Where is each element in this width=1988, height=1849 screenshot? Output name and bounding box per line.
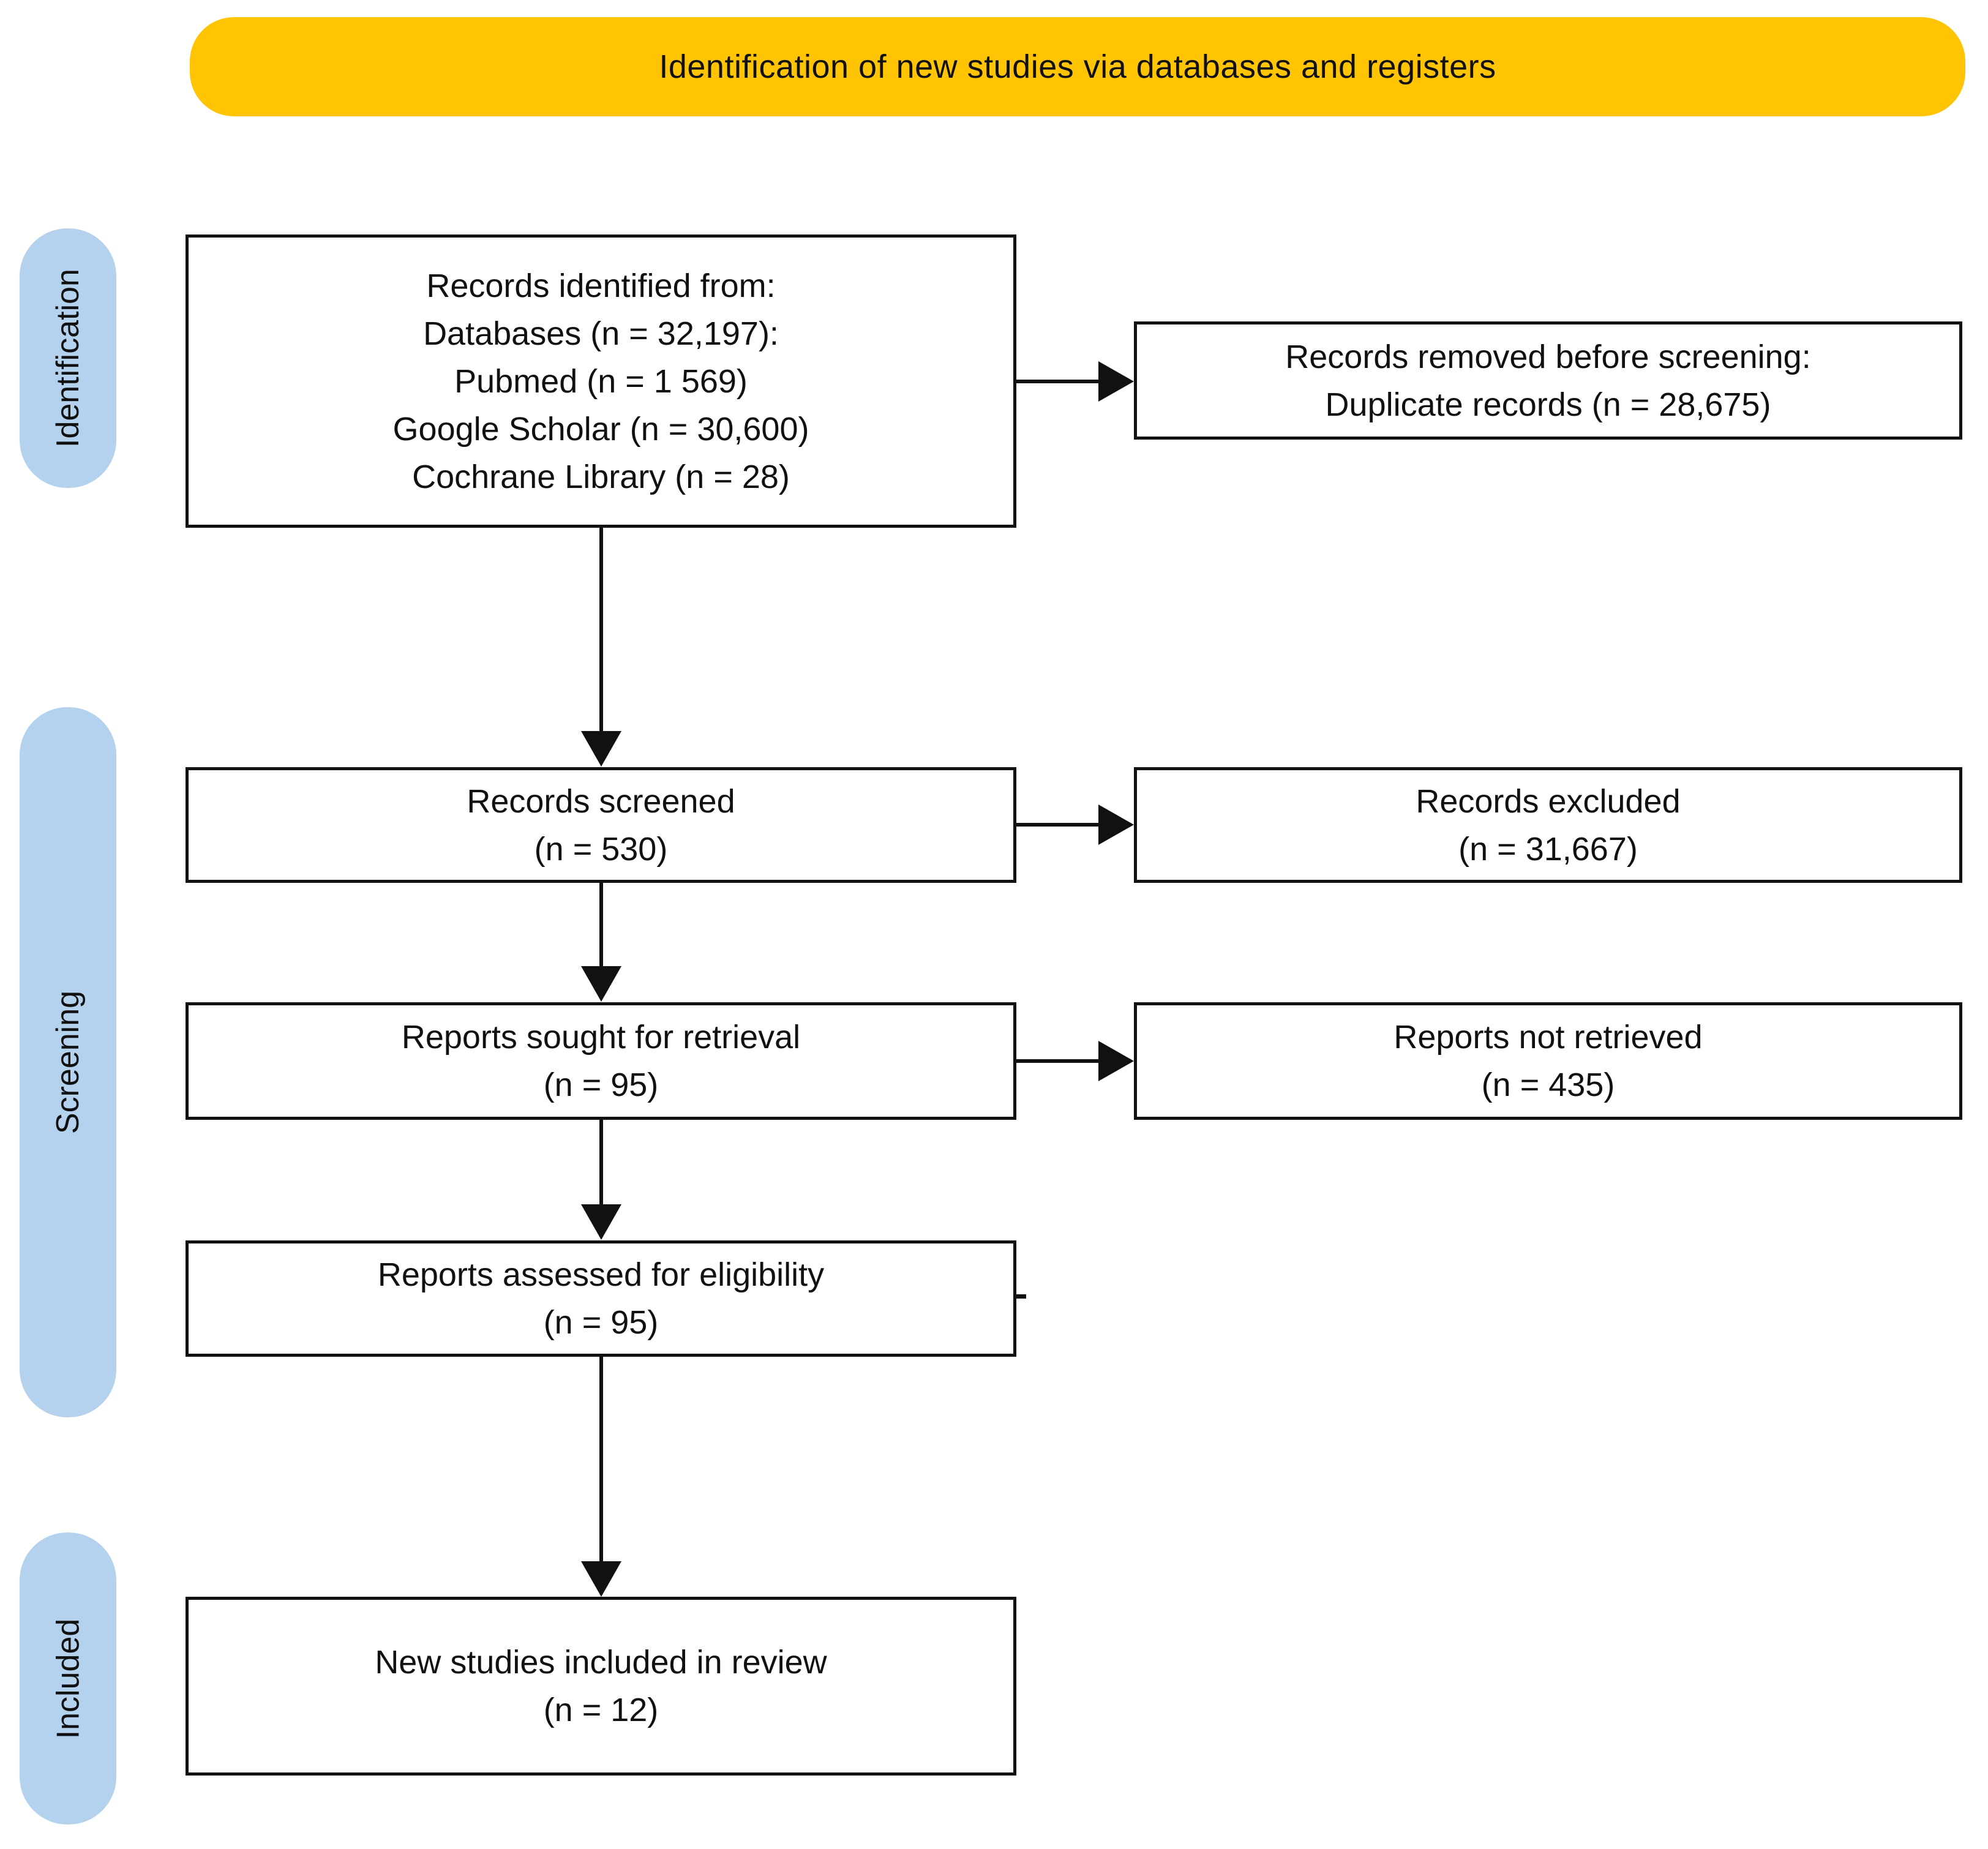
box-line: Pubmed (n = 1 569) [454, 362, 748, 400]
stage-label-text: Screening [50, 990, 86, 1135]
box-records-identified: Records identified from: Databases (n = … [186, 234, 1016, 528]
box-records-excluded: Records excluded (n = 31,667) [1134, 767, 1962, 883]
stage-label-text: Identification [50, 269, 86, 448]
banner-title: Identification of new studies via databa… [659, 48, 1496, 85]
box-line: (n = 95) [543, 1304, 659, 1341]
arrowhead [1098, 1041, 1134, 1081]
stage-label-identification: Identification [20, 228, 116, 488]
box-line: New studies included in review [375, 1644, 827, 1681]
box-line: Records identified from: [426, 267, 776, 304]
box-line: Databases (n = 32,197): [423, 315, 779, 352]
arrowhead [1098, 361, 1134, 402]
box-line: Records removed before screening: [1285, 338, 1811, 375]
arrow-shaft [1016, 1059, 1101, 1063]
arrow-shaft [599, 1120, 603, 1206]
box-records-removed: Records removed before screening: Duplic… [1134, 321, 1962, 440]
box-new-studies-included: New studies included in review (n = 12) [186, 1597, 1016, 1776]
box-line: Records screened [467, 782, 735, 820]
arrowhead [581, 966, 621, 1002]
box-line: (n = 12) [543, 1692, 659, 1728]
box-line: Records excluded [1416, 782, 1681, 820]
box-line: (n = 31,667) [1458, 830, 1638, 868]
arrow-shaft [1016, 823, 1101, 827]
stage-label-text: Included [50, 1618, 86, 1739]
box-records-screened: Records screened (n = 530) [186, 767, 1016, 883]
box-reports-not-retrieved: Reports not retrieved (n = 435) [1134, 1002, 1962, 1120]
box-line: (n = 95) [543, 1067, 659, 1103]
box-line: Duplicate records (n = 28,675) [1325, 386, 1771, 423]
arrowhead [1098, 804, 1134, 845]
box-line: Reports sought for retrieval [401, 1019, 801, 1056]
arrow-shaft [1016, 380, 1101, 383]
arrow-shaft [599, 883, 603, 967]
stage-label-included: Included [20, 1532, 116, 1825]
arrow-stub-assessed-right [1016, 1294, 1026, 1299]
arrow-shaft [599, 1357, 603, 1562]
box-line: Cochrane Library (n = 28) [412, 458, 790, 495]
box-reports-assessed: Reports assessed for eligibility (n = 95… [186, 1240, 1016, 1357]
box-line: Reports assessed for eligibility [377, 1256, 825, 1293]
box-line: Reports not retrieved [1393, 1019, 1703, 1056]
stage-label-screening: Screening [20, 707, 116, 1417]
box-line: Google Scholar (n = 30,600) [392, 410, 809, 448]
arrowhead [581, 731, 621, 767]
box-reports-sought: Reports sought for retrieval (n = 95) [186, 1002, 1016, 1120]
box-line: (n = 435) [1481, 1067, 1615, 1103]
arrowhead [581, 1204, 621, 1240]
arrow-shaft [599, 528, 603, 732]
box-line: (n = 530) [534, 830, 668, 868]
arrowhead [581, 1561, 621, 1597]
flow-title-banner: Identification of new studies via databa… [190, 17, 1965, 116]
